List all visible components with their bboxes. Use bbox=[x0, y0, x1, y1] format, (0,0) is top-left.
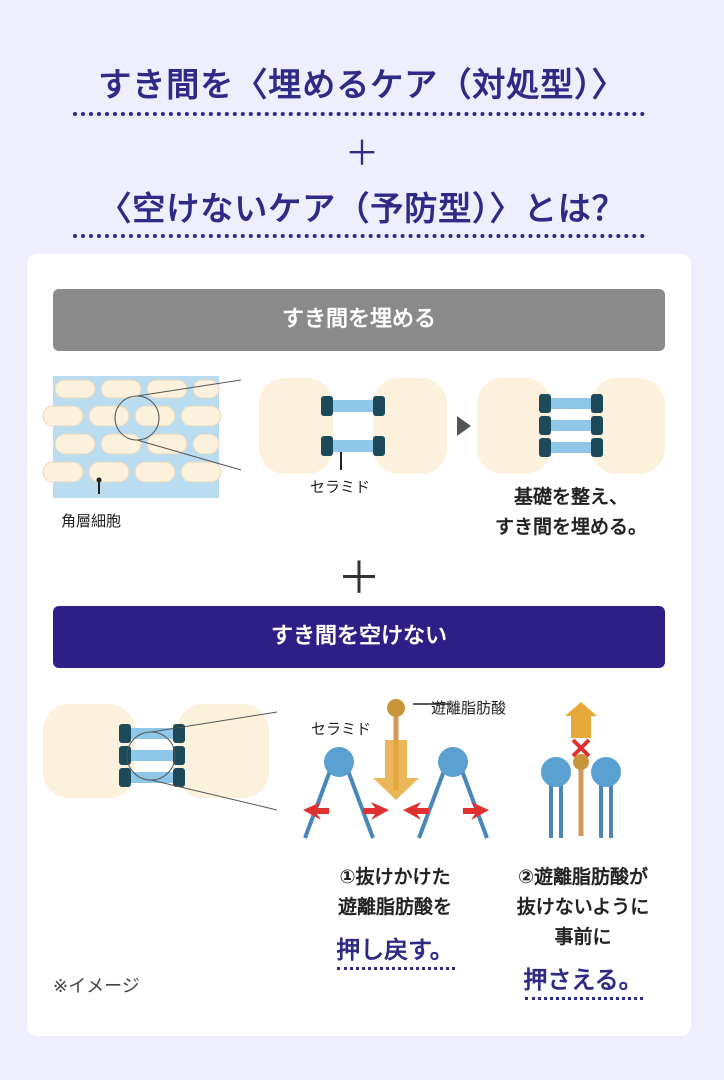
step1-line-1: ①抜けかけた bbox=[339, 866, 451, 888]
arrow-right-icon bbox=[457, 416, 471, 436]
step1-caption: ①抜けかけた 遊離脂肪酸を bbox=[297, 862, 493, 922]
plus-sign-middle: ＋ bbox=[337, 553, 381, 604]
explanation-card: すき間を埋める 角層細胞 セラミド bbox=[27, 254, 691, 1036]
filled-gap-illustration bbox=[477, 378, 665, 474]
title-underline-1 bbox=[73, 112, 645, 116]
hold-down-illustration bbox=[541, 702, 621, 838]
fill-result-line-1: 基礎を整え、 bbox=[513, 486, 628, 508]
image-note: ※イメージ bbox=[53, 976, 140, 997]
fill-gaps-banner: すき間を埋める bbox=[53, 289, 665, 351]
ceramide-label-bottom: セラミド bbox=[311, 720, 372, 738]
prevent-gaps-banner: すき間を空けない bbox=[53, 606, 665, 668]
ceramide-label-top: セラミド bbox=[310, 478, 371, 496]
corneocyte-label: 角層細胞 bbox=[61, 512, 122, 530]
title-line-2: 〈空けないケア（予防型）〉とは？ bbox=[98, 189, 626, 228]
push-back-illustration bbox=[303, 699, 489, 839]
step2-line-2: 抜けないように bbox=[516, 896, 650, 918]
step1-line-2: 遊離脂肪酸を bbox=[337, 896, 452, 918]
title-line-1: すき間を〈埋めるケア（対処型）〉 bbox=[98, 65, 626, 104]
step1-emphasis-underline bbox=[337, 967, 455, 970]
step2-emphasis: 押さえる。 bbox=[523, 966, 643, 994]
ceramide-zoom-illustration bbox=[43, 704, 278, 811]
plus-sign-top: ＋ bbox=[345, 134, 379, 174]
step2-line-1: ②遊離脂肪酸が bbox=[517, 866, 649, 888]
fill-result-caption: 基礎を整え、 すき間を埋める。 bbox=[473, 482, 669, 542]
corneocyte-layer-illustration bbox=[42, 376, 242, 498]
title-underline-2 bbox=[73, 234, 645, 238]
step2-caption: ②遊離脂肪酸が 抜けないように 事前に bbox=[483, 862, 683, 952]
step2-line-3: 事前に bbox=[554, 926, 612, 948]
step2-emphasis-underline bbox=[525, 997, 643, 1000]
ceramide-bond-illustration bbox=[259, 378, 447, 474]
fill-result-line-2: すき間を埋める。 bbox=[494, 516, 647, 538]
step1-emphasis: 押し戻す。 bbox=[336, 936, 454, 964]
